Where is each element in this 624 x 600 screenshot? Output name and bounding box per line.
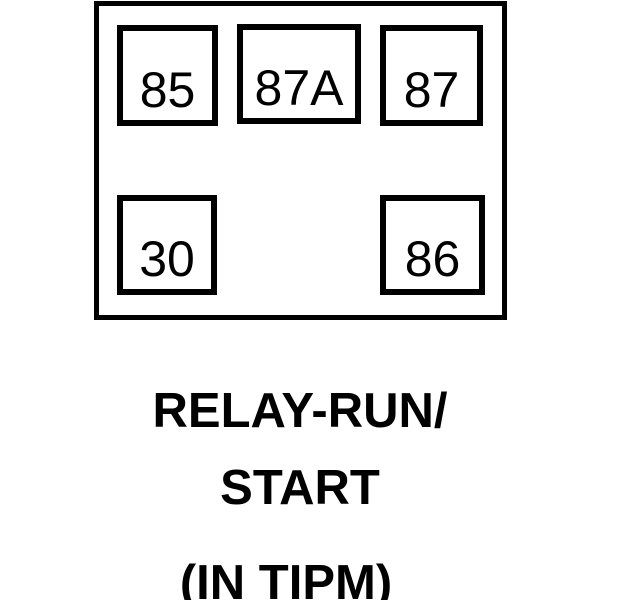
relay-body-outline: 85 87A 87 30 86 (94, 1, 507, 320)
pin-box-87: 87 (380, 25, 483, 126)
pin-box-86: 86 (380, 195, 485, 295)
pin-box-87a: 87A (237, 24, 361, 124)
pin-label-85: 85 (139, 62, 196, 118)
pin-box-30: 30 (117, 195, 217, 295)
relay-caption-line-3: (IN TIPM) (179, 556, 393, 600)
pin-label-87a: 87A (254, 60, 344, 116)
relay-caption-line-2: START (220, 461, 380, 515)
pin-box-85: 85 (117, 25, 218, 126)
pin-label-87: 87 (403, 62, 460, 118)
pin-label-86: 86 (404, 231, 461, 287)
relay-caption-line-1: RELAY-RUN/ (152, 384, 448, 438)
pin-label-30: 30 (139, 231, 195, 287)
